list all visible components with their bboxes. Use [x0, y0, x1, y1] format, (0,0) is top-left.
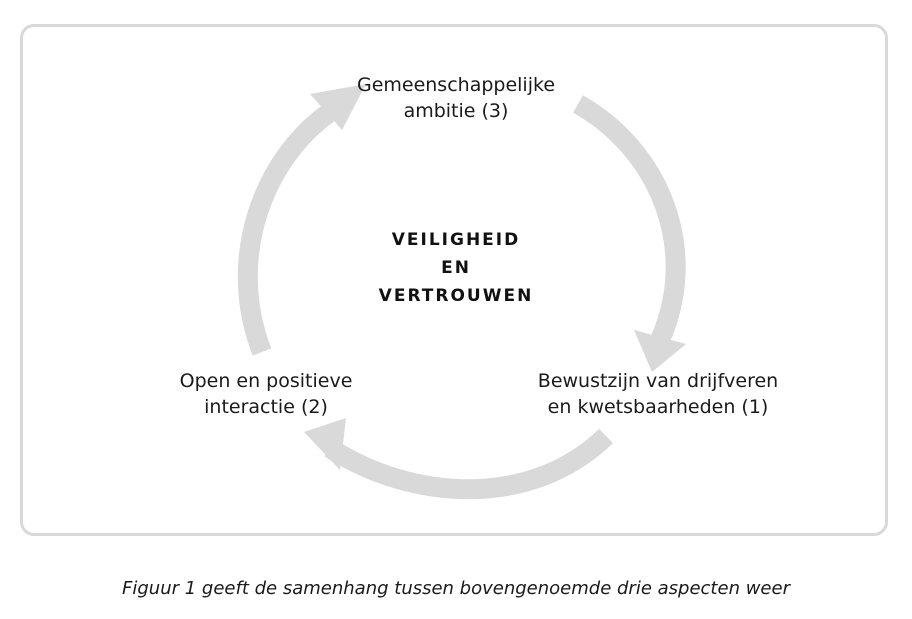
arrow-interaction-to-ambition [237, 103, 336, 356]
node-positive-interaction-line-1: Open en positieve [179, 370, 353, 392]
node-awareness-line-2: en kwetsbaarheden (1) [547, 396, 769, 418]
center-label-line-1: VEILIGHEID [391, 230, 521, 250]
center-label: VEILIGHEID EN VERTROUWEN [330, 226, 582, 310]
center-label-line-3: VERTROUWEN [378, 286, 534, 306]
arrow-head-interaction [304, 418, 346, 470]
arrow-awareness-to-interaction [324, 428, 613, 500]
arrow-head-ambition [310, 84, 366, 130]
node-positive-interaction: Open en positieve interactie (2) [116, 368, 416, 420]
arrow-ambition-to-awareness [573, 95, 686, 345]
diagram-frame [20, 24, 888, 536]
center-label-line-2: EN [441, 258, 471, 278]
figure-caption: Figuur 1 geeft de samenhang tussen boven… [122, 578, 790, 599]
node-common-ambition-line-1: Gemeenschappelijke [356, 74, 556, 96]
arrow-head-awareness [634, 330, 686, 372]
node-positive-interaction-line-2: interactie (2) [204, 396, 328, 418]
node-common-ambition: Gemeenschappelijke ambitie (3) [306, 72, 606, 124]
node-awareness-line-1: Bewustzijn van drijfveren [537, 370, 779, 392]
node-awareness: Bewustzijn van drijfveren en kwetsbaarhe… [498, 368, 818, 420]
node-common-ambition-line-2: ambitie (3) [403, 100, 509, 122]
